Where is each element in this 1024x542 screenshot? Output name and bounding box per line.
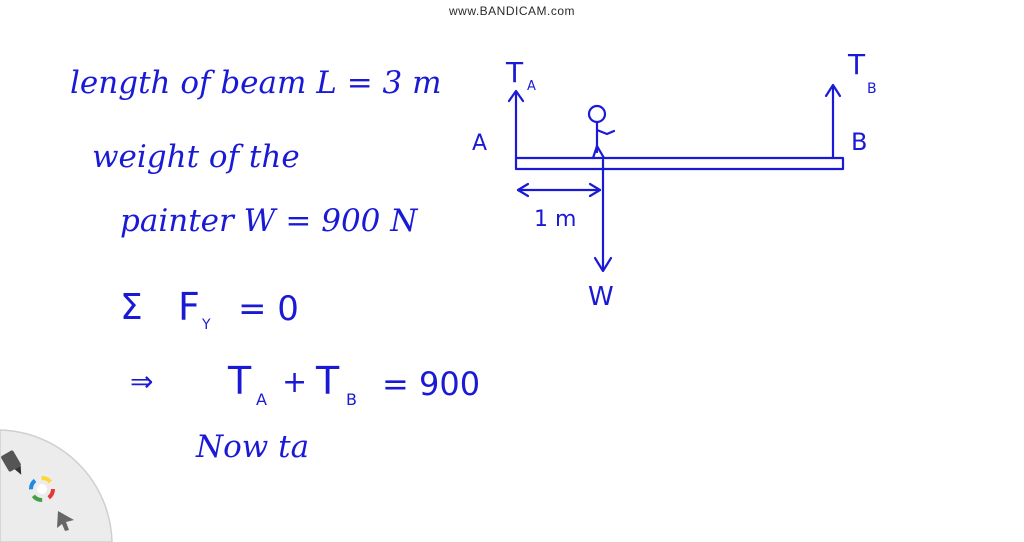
tension-a-subscript: A (256, 390, 267, 409)
point-b-label: B (851, 128, 867, 156)
weight-arrowhead (593, 256, 613, 273)
force-symbol: F (178, 285, 200, 329)
equals-900: = 900 (382, 365, 481, 403)
weight-label: W (588, 282, 614, 312)
tension-b-label: T (847, 48, 866, 81)
distance-label: 1 m (534, 207, 576, 232)
tension-a-label: T (505, 56, 524, 89)
pointer-tool-icon[interactable] (57, 511, 74, 531)
painter-legs (591, 144, 606, 160)
tension-a-label-sub: A (527, 79, 536, 94)
sigma-symbol: Σ (120, 287, 143, 328)
bandicam-watermark: www.BANDICAM.com (448, 4, 575, 18)
plus-sign: + (282, 365, 308, 400)
implies-symbol: ⇒ (130, 365, 154, 398)
equals-zero: = 0 (238, 289, 299, 329)
tension-a-arrowhead (507, 89, 525, 103)
note-weight-of-the: weight of the (92, 139, 300, 175)
painter-arm (595, 128, 616, 136)
color-picker-icon[interactable] (29, 476, 55, 502)
distance-arrowhead-right (588, 182, 602, 198)
point-a-label: A (472, 131, 487, 156)
tension-b-arrowhead (824, 83, 842, 98)
distance-arrowhead-left (516, 182, 530, 198)
tension-b-label-sub: B (867, 81, 877, 97)
beam (514, 156, 845, 171)
note-painter-weight: painter W = 900 N (120, 203, 418, 239)
tension-a: T (228, 359, 252, 403)
force-subscript: Y (202, 317, 211, 333)
note-now-taking: Now ta (196, 429, 310, 465)
tension-b-subscript: B (346, 390, 357, 409)
tension-b: T (316, 359, 340, 403)
note-beam-length: length of beam L = 3 m (70, 65, 442, 101)
equation-sum-forces: Σ F Y = 0 (120, 288, 340, 338)
tool-wheel-background (0, 429, 113, 542)
equation-tension-sum: ⇒ T A + T B = 900 (120, 362, 520, 412)
pen-tool-icon[interactable] (0, 450, 24, 477)
